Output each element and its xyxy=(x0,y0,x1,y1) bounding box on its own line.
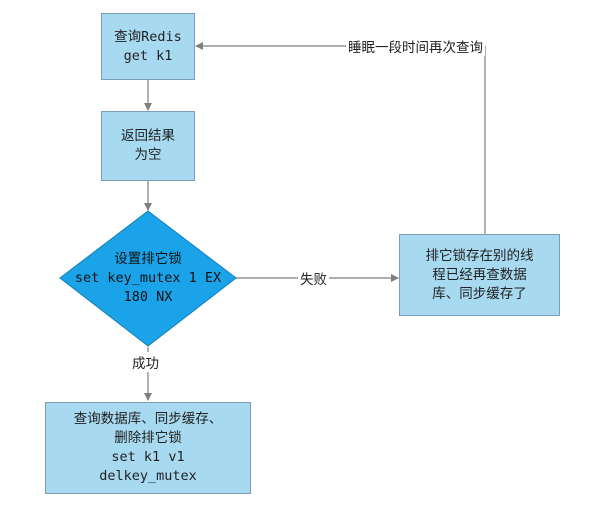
decision-line-1: 设置排它锁 xyxy=(114,251,182,267)
decision-diamond xyxy=(59,210,237,347)
node-result-empty: 返回结果 为空 xyxy=(101,111,195,181)
node-query-db-line-3: set k1 v1 xyxy=(111,449,185,465)
node-lock-held-line-3: 库、同步缓存了 xyxy=(432,285,527,302)
node-query-db-line-4: delkey_mutex xyxy=(99,468,197,484)
node-query-db: 查询数据库、同步缓存、 删除排它锁 set k1 v1 delkey_mutex xyxy=(45,402,251,494)
node-query-redis-line-1: 查询Redis xyxy=(114,28,182,45)
decision-line-3: 180 NX xyxy=(123,289,173,305)
edge-label-success: 成功 xyxy=(130,352,161,372)
node-lock-held: 排它锁存在别的线 程已经再查数据 库、同步缓存了 xyxy=(399,234,560,316)
node-result-empty-line-2: 为空 xyxy=(134,147,162,163)
edge-label-fail: 失败 xyxy=(298,268,329,288)
node-lock-held-line-2: 程已经再查数据 xyxy=(432,266,527,283)
edge-held-to-redis xyxy=(195,42,486,234)
decision-line-2: set key_mutex 1 EX xyxy=(74,270,222,286)
decision-set-lock: 设置排它锁 set key_mutex 1 EX 180 NX xyxy=(60,250,236,307)
node-query-db-line-2: 删除排它锁 xyxy=(114,430,182,446)
edge-label-sleep: 睡眠一段时间再次查询 xyxy=(346,36,485,56)
node-query-redis-line-2: get k1 xyxy=(123,47,173,64)
node-query-redis: 查询Redis get k1 xyxy=(101,13,195,80)
node-query-db-line-1: 查询数据库、同步缓存、 xyxy=(73,411,223,427)
node-lock-held-line-1: 排它锁存在别的线 xyxy=(425,247,534,264)
node-result-empty-line-1: 返回结果 xyxy=(121,128,175,144)
